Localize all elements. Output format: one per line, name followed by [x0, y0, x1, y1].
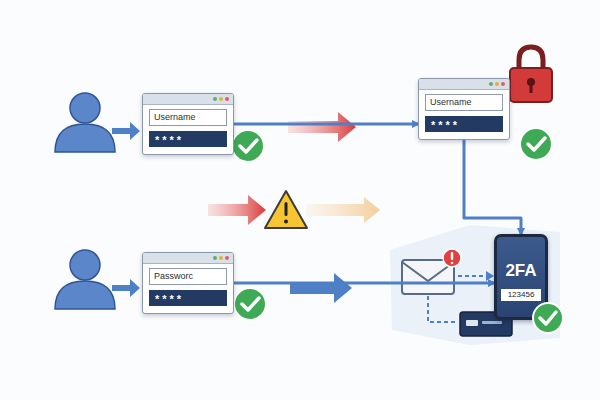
check-mark: [533, 303, 563, 333]
arrow: [290, 273, 352, 303]
window-dot: [495, 82, 499, 86]
warning-sign: [265, 191, 307, 228]
envelope-icon: [402, 249, 461, 294]
arrow: [112, 122, 140, 140]
input-field: Passworc: [149, 268, 227, 285]
check-mark: [232, 130, 264, 162]
input-field: Username: [425, 94, 503, 111]
password-mask: ****: [149, 131, 227, 147]
login-form: Username ****: [418, 78, 510, 140]
flow-arrow: [464, 140, 521, 234]
red-arrow: [208, 195, 266, 225]
red-arrow: [288, 112, 356, 142]
window-dot: [501, 82, 505, 86]
window-dot: [225, 97, 229, 101]
arrow: [112, 279, 140, 297]
user-icon: [55, 93, 115, 152]
login-form: Username ****: [142, 93, 234, 155]
check-mark: [520, 128, 552, 160]
password-mask: ****: [425, 116, 503, 132]
password-mask: ****: [149, 290, 227, 306]
window-dot: [213, 97, 217, 101]
title-bar: [419, 79, 509, 90]
faded-arrow: [306, 197, 380, 223]
arrow-head: [486, 271, 494, 281]
flow-arrow: [234, 123, 418, 126]
title-bar: [143, 253, 233, 264]
lock-icon: [510, 47, 552, 102]
window-dot: [219, 97, 223, 101]
phone-2fa: 2FA 123456: [494, 234, 548, 320]
user-icon: [55, 250, 115, 309]
input-field: Username: [149, 109, 227, 126]
flow-arrow: [234, 282, 494, 285]
phone-heading: 2FA: [501, 261, 541, 281]
title-bar: [143, 94, 233, 105]
panel: [390, 225, 560, 345]
code-text: 123456: [501, 289, 541, 301]
window-dot: [489, 82, 493, 86]
window-dot: [213, 256, 217, 260]
check-mark: [234, 288, 266, 320]
window-dot: [225, 256, 229, 260]
window-dot: [219, 256, 223, 260]
login-form: Passworc ****: [142, 252, 234, 314]
